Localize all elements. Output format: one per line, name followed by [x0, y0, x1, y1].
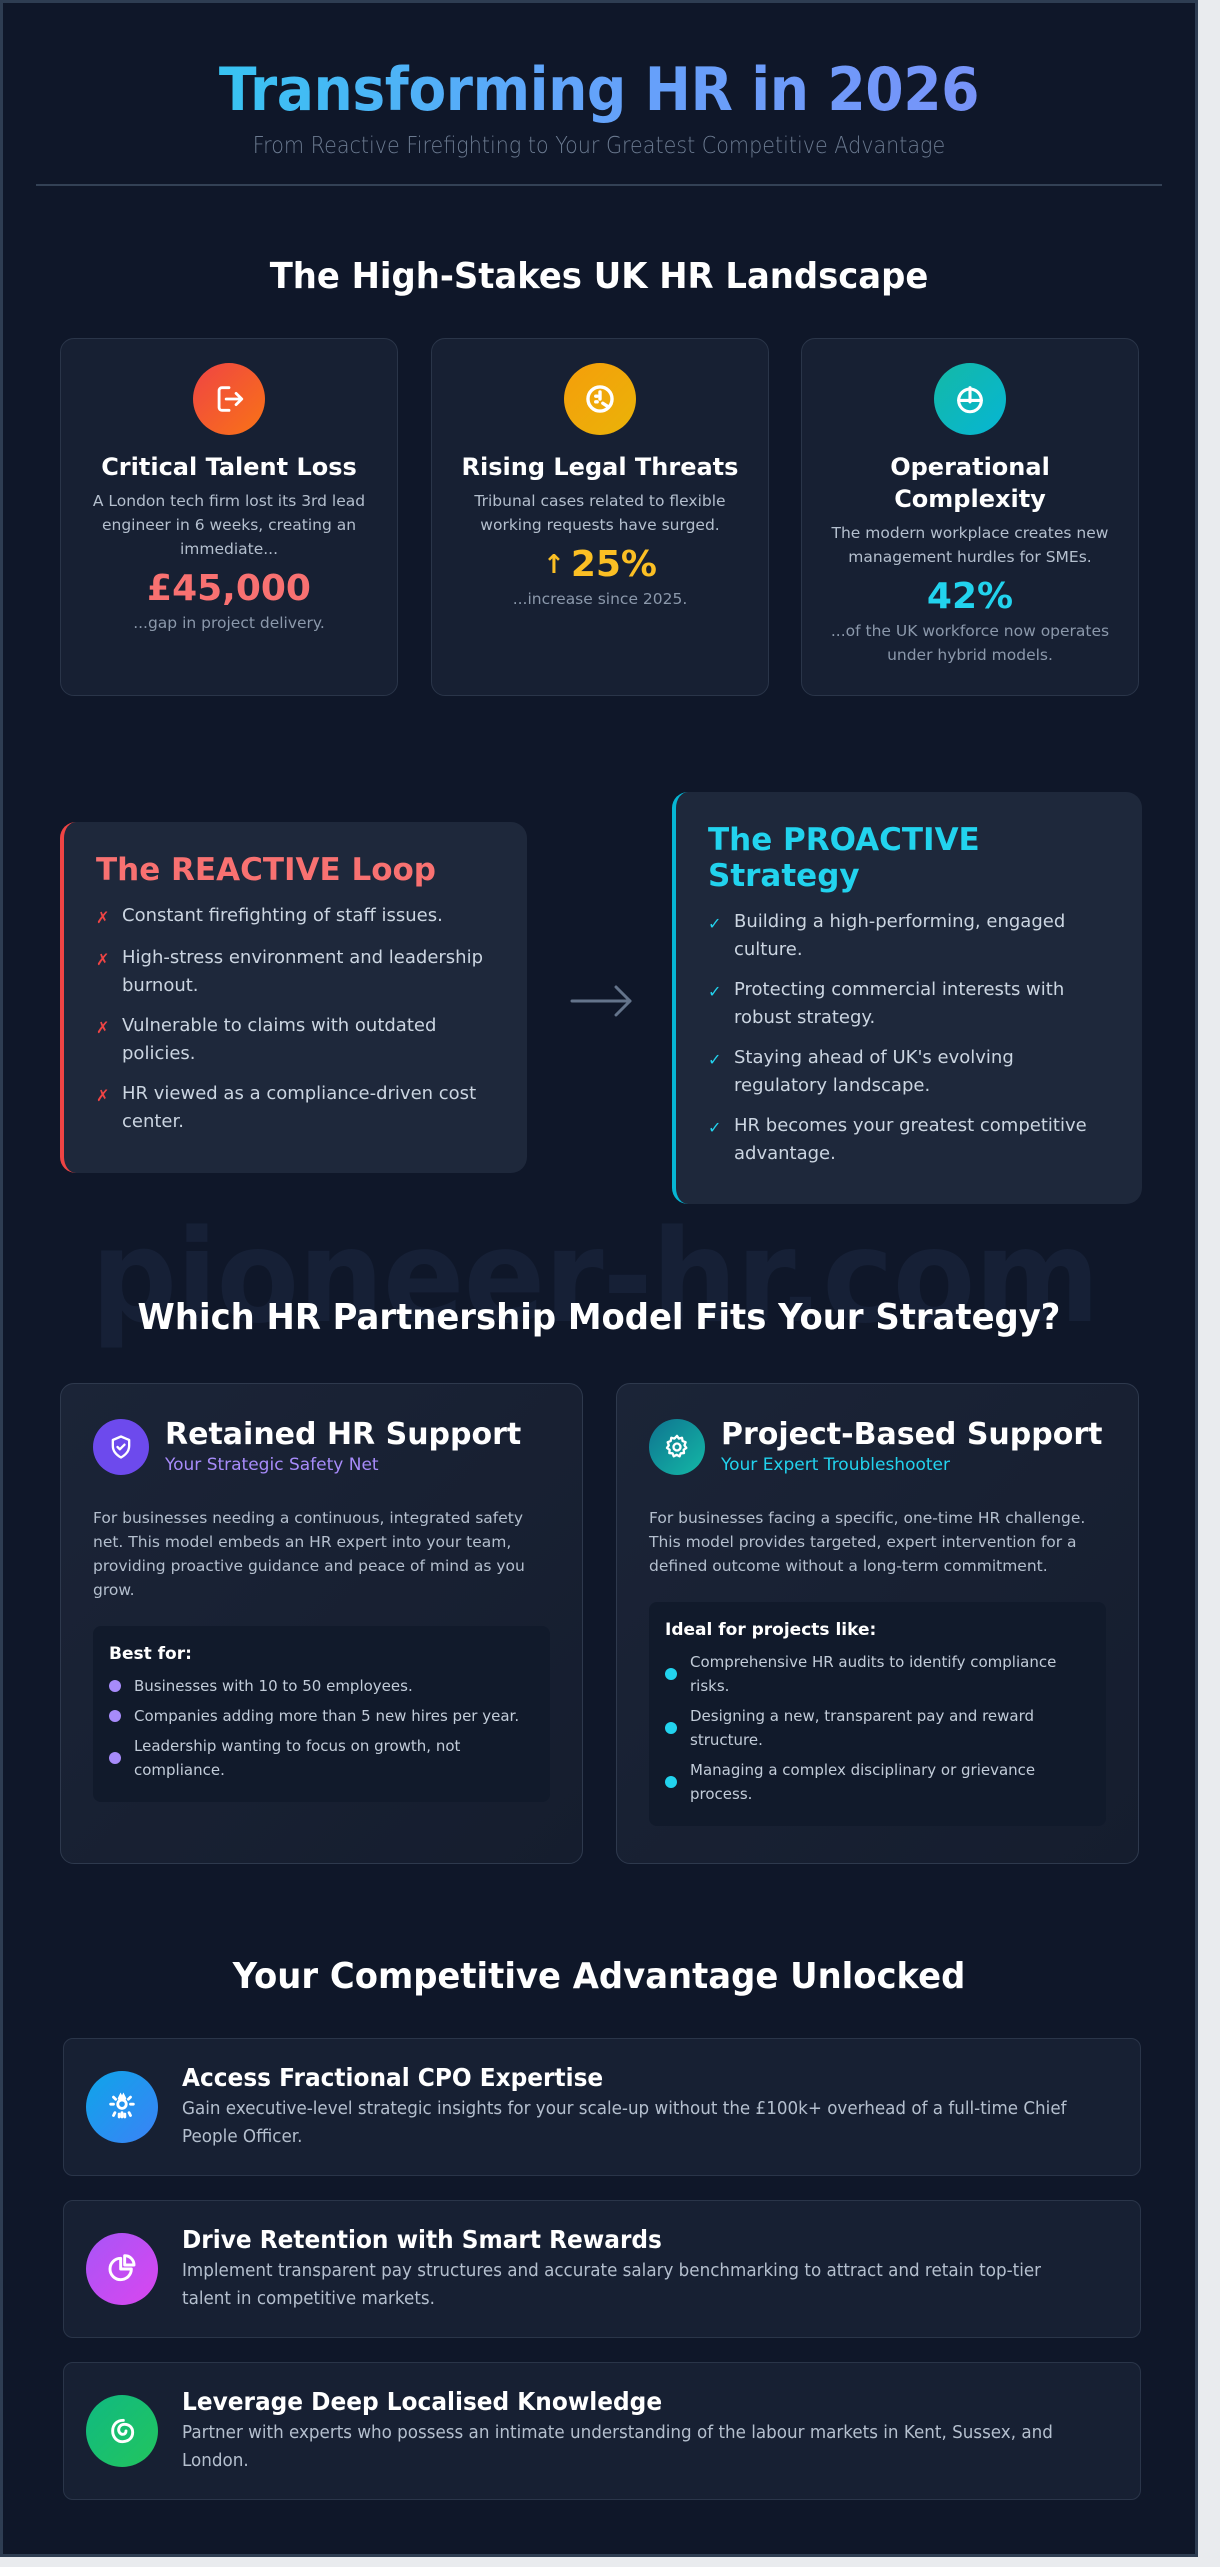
stat-description: A London tech firm lost its 3rd lead eng…	[92, 492, 366, 558]
project-based-card: Project-Based Support Your Expert Troubl…	[616, 1383, 1139, 1864]
watermark: pioneer-hr.com	[91, 1203, 1100, 1352]
advantage-title: Drive Retention with Smart Rewards	[182, 2225, 662, 2254]
reactive-item: ✗Vulnerable to claims with outdated poli…	[96, 1012, 493, 1068]
cross-icon: ✗	[96, 1086, 110, 1105]
cross-icon: ✗	[96, 950, 110, 969]
model-title: Retained HR Support	[165, 1417, 522, 1452]
lightbulb-icon	[86, 2071, 158, 2143]
gear-icon	[649, 1419, 705, 1475]
check-icon: ✓	[708, 1050, 722, 1069]
check-icon: ✓	[708, 914, 722, 933]
bullet-dot-icon	[665, 1668, 677, 1680]
check-icon: ✓	[708, 982, 722, 1001]
globe-plus-icon	[934, 363, 1006, 435]
best-for-item: Leadership wanting to focus on growth, n…	[109, 1734, 534, 1782]
shield-check-icon	[93, 1419, 149, 1475]
ideal-for-box: Ideal for projects like: Comprehensive H…	[649, 1602, 1106, 1826]
infographic-page: Transforming HR in 2026 From Reactive Fi…	[0, 0, 1198, 2557]
model-subtitle: Your Expert Troubleshooter	[721, 1455, 951, 1475]
retained-hr-card: Retained HR Support Your Strategic Safet…	[60, 1383, 583, 1864]
advantage-title: Leverage Deep Localised Knowledge	[182, 2387, 663, 2416]
page-title: Transforming HR in 2026	[51, 55, 1148, 125]
model-description: For businesses needing a continuous, int…	[93, 1509, 525, 1599]
stat-value: 42%	[926, 576, 1014, 617]
advantages-heading: Your Competitive Advantage Unlocked	[232, 1956, 966, 1997]
bullet-dot-icon	[109, 1752, 121, 1764]
advantage-title: Access Fractional CPO Expertise	[182, 2063, 604, 2092]
cross-icon: ✗	[96, 908, 110, 927]
stat-note: ...increase since 2025.	[512, 590, 688, 608]
location-swirl-icon	[86, 2395, 158, 2467]
landscape-heading: The High-Stakes UK HR Landscape	[269, 256, 929, 297]
best-for-box: Best for: Businesses with 10 to 50 emplo…	[93, 1626, 550, 1802]
best-for-item: Businesses with 10 to 50 employees.	[109, 1674, 534, 1698]
bullet-dot-icon	[109, 1680, 121, 1692]
stat-card-operational-complexity: Operational Complexity The modern workpl…	[801, 338, 1139, 696]
pie-chart-icon	[86, 2233, 158, 2305]
exit-door-icon	[193, 363, 265, 435]
bullet-dot-icon	[109, 1710, 121, 1722]
best-for-title: Best for:	[109, 1644, 192, 1664]
reactive-item: ✗HR viewed as a compliance-driven cost c…	[96, 1080, 493, 1136]
stat-title: Critical Talent Loss	[101, 453, 357, 481]
proactive-item: ✓HR becomes your greatest competitive ad…	[708, 1112, 1108, 1168]
proactive-strategy-card: The PROACTIVE Strategy ✓Building a high-…	[672, 792, 1142, 1204]
stat-card-talent-loss: Critical Talent Loss A London tech firm …	[60, 338, 398, 696]
model-title: Project-Based Support	[721, 1417, 1103, 1452]
cross-icon: ✗	[96, 1018, 110, 1037]
reactive-item: ✗High-stress environment and leadership …	[96, 944, 493, 1000]
stat-value: ↑25%	[543, 544, 657, 585]
reactive-item: ✗Constant firefighting of staff issues.	[96, 902, 493, 932]
advantage-item-cpo: Access Fractional CPO Expertise Gain exe…	[63, 2038, 1141, 2176]
stat-title: Rising Legal Threats	[461, 453, 739, 481]
page-subtitle: From Reactive Firefighting to Your Great…	[252, 133, 946, 159]
proactive-item: ✓Staying ahead of UK's evolving regulato…	[708, 1044, 1108, 1100]
model-header: Retained HR Support Your Strategic Safet…	[93, 1418, 550, 1476]
check-icon: ✓	[708, 1118, 722, 1137]
bullet-dot-icon	[665, 1722, 677, 1734]
best-for-item: Companies adding more than 5 new hires p…	[109, 1704, 534, 1728]
stat-description: Tribunal cases related to flexible worki…	[474, 492, 726, 534]
stat-note: ...of the UK workforce now operates unde…	[830, 622, 1110, 664]
models-heading: Which HR Partnership Model Fits Your Str…	[137, 1297, 1061, 1338]
model-subtitle: Your Strategic Safety Net	[165, 1455, 379, 1475]
model-header: Project-Based Support Your Expert Troubl…	[649, 1418, 1106, 1476]
proactive-strategy-title: The PROACTIVE Strategy	[708, 822, 980, 894]
ideal-for-item: Designing a new, transparent pay and rew…	[665, 1704, 1090, 1752]
stat-card-legal-threats: Rising Legal Threats Tribunal cases rela…	[431, 338, 769, 696]
advantage-description: Gain executive-level strategic insights …	[182, 2098, 1067, 2147]
arrow-right-icon	[568, 981, 636, 1021]
ideal-for-item: Managing a complex disciplinary or griev…	[665, 1758, 1090, 1806]
advantage-item-local-knowledge: Leverage Deep Localised Knowledge Partne…	[63, 2362, 1141, 2500]
proactive-item: ✓Protecting commercial interests with ro…	[708, 976, 1108, 1032]
arrow-up-icon: ↑	[543, 550, 565, 580]
reactive-loop-title: The REACTIVE Loop	[96, 852, 437, 888]
ideal-for-item: Comprehensive HR audits to identify comp…	[665, 1650, 1090, 1698]
bullet-dot-icon	[665, 1776, 677, 1788]
model-description: For businesses facing a specific, one-ti…	[649, 1509, 1086, 1575]
stat-description: The modern workplace creates new managem…	[831, 524, 1109, 566]
proactive-item: ✓Building a high-performing, engaged cul…	[708, 908, 1108, 964]
stat-title: Operational Complexity	[890, 453, 1050, 513]
stat-note: ...gap in project delivery.	[133, 614, 325, 632]
stat-value: £45,000	[147, 568, 311, 609]
ideal-for-title: Ideal for projects like:	[665, 1620, 877, 1640]
advantage-description: Partner with experts who possess an inti…	[182, 2422, 1053, 2471]
header-divider	[36, 184, 1162, 186]
legal-threat-icon	[564, 363, 636, 435]
advantage-item-rewards: Drive Retention with Smart Rewards Imple…	[63, 2200, 1141, 2338]
advantage-description: Implement transparent pay structures and…	[182, 2260, 1042, 2309]
reactive-loop-card: The REACTIVE Loop ✗Constant firefighting…	[60, 822, 527, 1173]
